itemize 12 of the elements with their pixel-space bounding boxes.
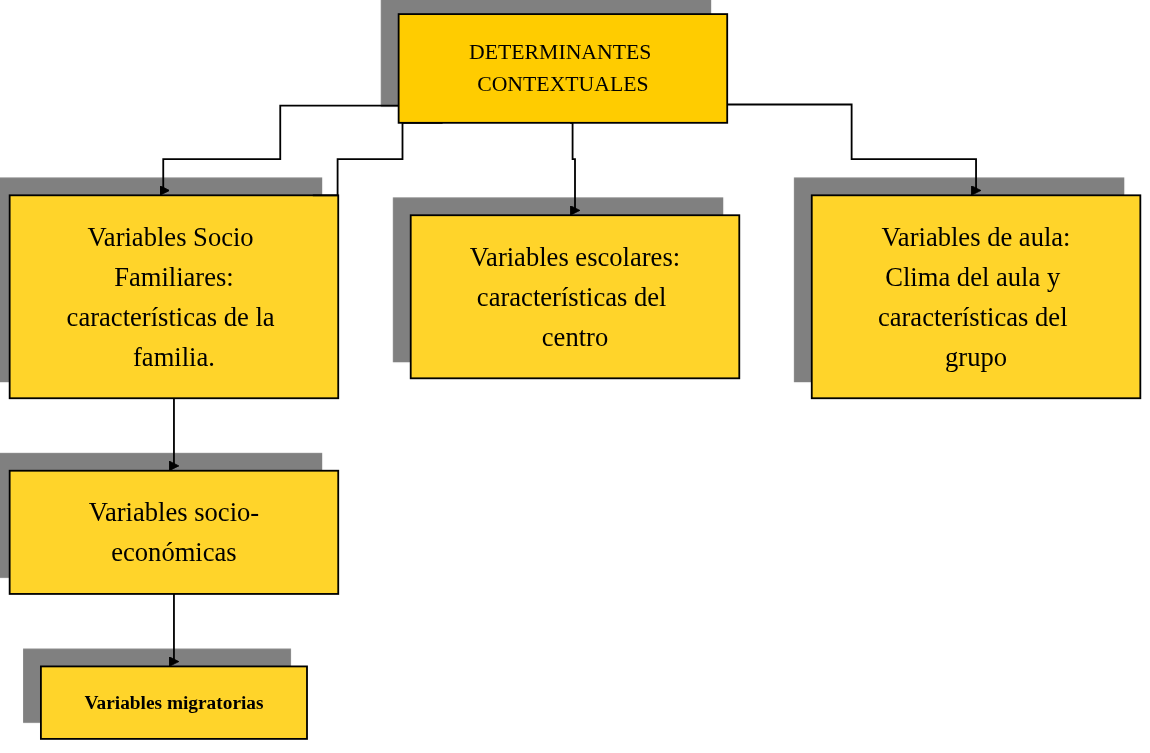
- connector: [311, 121, 444, 197]
- node-box: Variables socio-económicas: [8, 469, 340, 595]
- arrow: [168, 593, 180, 667]
- arrow: [168, 397, 180, 472]
- arrow: [569, 121, 581, 216]
- node-box: Variables escolares: características del centro: [409, 214, 741, 380]
- node-box: DETERMINANTES CONTEXTUALES: [397, 13, 729, 124]
- node-box: Variables migratorias: [40, 665, 308, 740]
- arrow: [726, 103, 982, 196]
- node-box: Variables de aula: Clima del aula y características del grupo: [810, 194, 1142, 400]
- node-box: Variables Socio Familiares: características de la familia.: [8, 194, 340, 400]
- arrow: [159, 104, 400, 196]
